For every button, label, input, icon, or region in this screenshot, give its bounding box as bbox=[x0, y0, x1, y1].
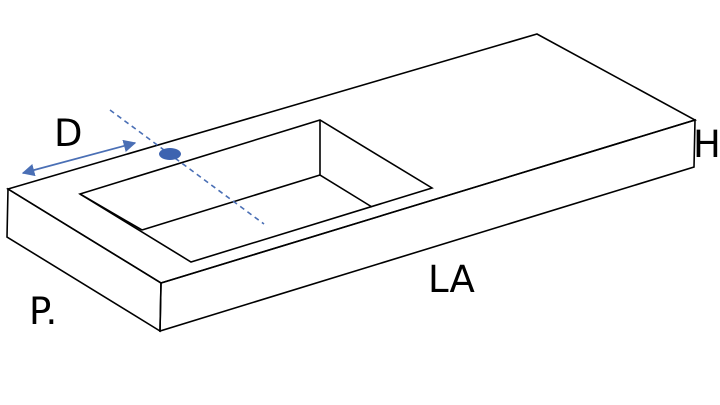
basin-floor-edge bbox=[141, 174, 321, 231]
basin-inner-left-edge bbox=[79, 193, 143, 231]
basin-recess bbox=[78, 119, 434, 263]
label-depth-offset: D bbox=[54, 112, 83, 155]
countertop-left-face bbox=[6, 187, 162, 333]
drain-axis-dashed-line bbox=[109, 109, 265, 225]
depth-offset-arrow bbox=[21, 139, 137, 177]
countertop-top-face bbox=[6, 33, 698, 284]
drain-hole bbox=[159, 148, 181, 160]
label-height: H bbox=[693, 123, 720, 166]
basin-inner-back-edge bbox=[319, 120, 373, 208]
basin-rim bbox=[78, 119, 434, 263]
label-length: LA bbox=[428, 258, 475, 301]
label-depth: P. bbox=[29, 290, 57, 333]
